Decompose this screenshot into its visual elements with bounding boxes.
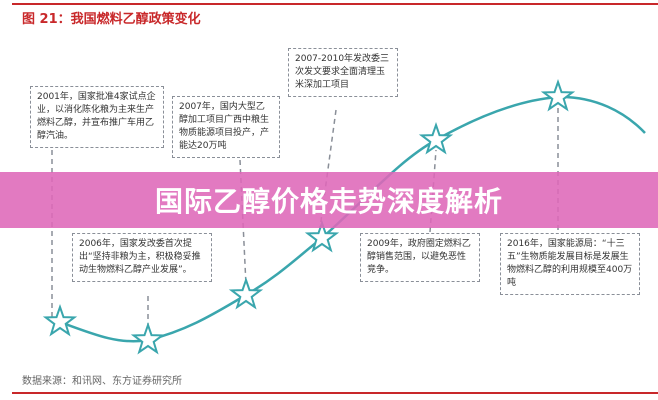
event-box-2006: 2006年，国家发改委首次提出“坚持非粮为主，积极稳妥推动生物燃料乙醇产业发展”… [72,233,212,282]
star-icon [418,121,454,155]
headline-banner: 国际乙醇价格走势深度解析 [0,172,658,228]
source-note: 数据来源：和讯网、东方证券研究所 [22,376,182,387]
event-box-2007-2010: 2007-2010年发改委三次发文要求全面清理玉米深加工项目 [288,48,398,97]
star-icon [130,321,166,355]
event-text: 2016年，国家能源局：“十三五”生物质能发展目标是发展生物燃料乙醇的利用规模至… [507,239,633,288]
event-text: 2009年，政府圈定燃料乙醇销售范围，以避免恶性竞争。 [367,239,471,275]
figure-title: 图 21：我国燃料乙醇政策变化 [22,12,201,27]
event-box-2007: 2007年，国内大型乙醇加工项目广西中粮生物质能源项目投产，产能达20万吨 [172,96,280,158]
star-icon [540,78,576,112]
event-text: 2007年，国内大型乙醇加工项目广西中粮生物质能源项目投产，产能达20万吨 [179,102,270,151]
bottom-rule [12,392,658,394]
star-icon [42,303,78,337]
banner-title: 国际乙醇价格走势深度解析 [154,185,503,218]
event-text: 2006年，国家发改委首次提出“坚持非粮为主，积极稳妥推动生物燃料乙醇产业发展”… [79,239,201,275]
event-text: 2007-2010年发改委三次发文要求全面清理玉米深加工项目 [295,54,390,90]
event-box-2009: 2009年，政府圈定燃料乙醇销售范围，以避免恶性竞争。 [360,233,480,282]
event-text: 2001年，国家批准4家试点企业，以消化陈化粮为主来生产燃料乙醇，并宣布推广车用… [37,92,156,141]
star-icon [228,276,264,310]
top-rule [12,3,658,5]
event-box-2016: 2016年，国家能源局：“十三五”生物质能发展目标是发展生物燃料乙醇的利用规模至… [500,233,640,295]
star-icon [304,219,340,253]
event-box-2001: 2001年，国家批准4家试点企业，以消化陈化粮为主来生产燃料乙醇，并宣布推广车用… [30,86,164,148]
